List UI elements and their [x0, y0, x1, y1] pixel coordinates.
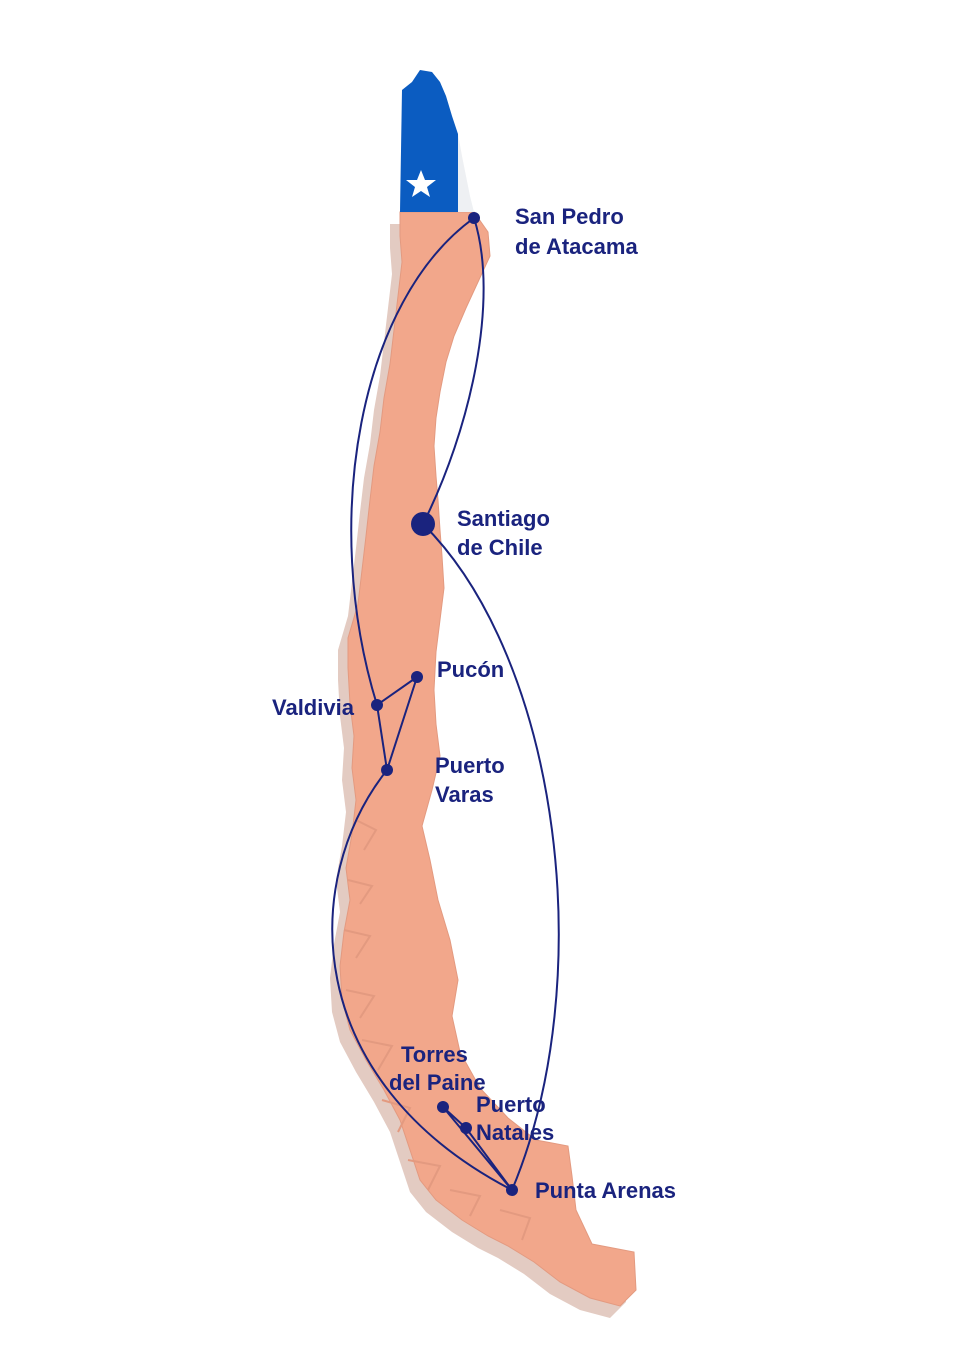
country-landmass — [339, 211, 637, 1307]
city-markers — [371, 212, 518, 1196]
marker-puerto-varas — [381, 764, 393, 776]
route-valdivia-pucon — [376, 676, 418, 706]
label-punta-arenas: Punta Arenas — [535, 1178, 676, 1203]
route-santiago-san-pedro — [422, 217, 485, 525]
marker-santiago-de-chile — [411, 512, 435, 536]
route-pucon-puerto-varas — [386, 676, 418, 771]
route-lines — [331, 217, 560, 1191]
route-san-pedro-valdivia — [350, 217, 475, 706]
marker-san-pedro-de-atacama — [468, 212, 480, 224]
marker-punta-arenas — [506, 1184, 518, 1196]
route-puerto-varas-punta-arenas — [331, 769, 513, 1191]
marker-torres-del-paine — [437, 1101, 449, 1113]
route-valdivia-puerto-varas — [376, 704, 388, 771]
chile-flag-star-icon — [400, 70, 474, 212]
route-torres-punta-arenas — [442, 1106, 513, 1191]
label-torres-del-paine: Torres del Paine — [389, 1042, 486, 1095]
city-labels: San Pedro de Atacama Santiago de Chile P… — [272, 204, 676, 1203]
marker-pucon — [411, 671, 423, 683]
label-san-pedro-de-atacama: San Pedro de Atacama — [515, 204, 638, 259]
label-puerto-natales: Puerto Natales — [476, 1092, 554, 1145]
marker-puerto-natales — [460, 1122, 472, 1134]
label-pucon: Pucón — [437, 657, 504, 682]
marker-valdivia — [371, 699, 383, 711]
coastline-detail — [343, 819, 532, 1241]
label-valdivia: Valdivia — [272, 695, 355, 720]
route-santiago-punta-arenas — [422, 523, 560, 1191]
label-santiago-de-chile: Santiago de Chile — [457, 506, 556, 560]
label-puerto-varas: Puerto Varas — [435, 753, 511, 807]
